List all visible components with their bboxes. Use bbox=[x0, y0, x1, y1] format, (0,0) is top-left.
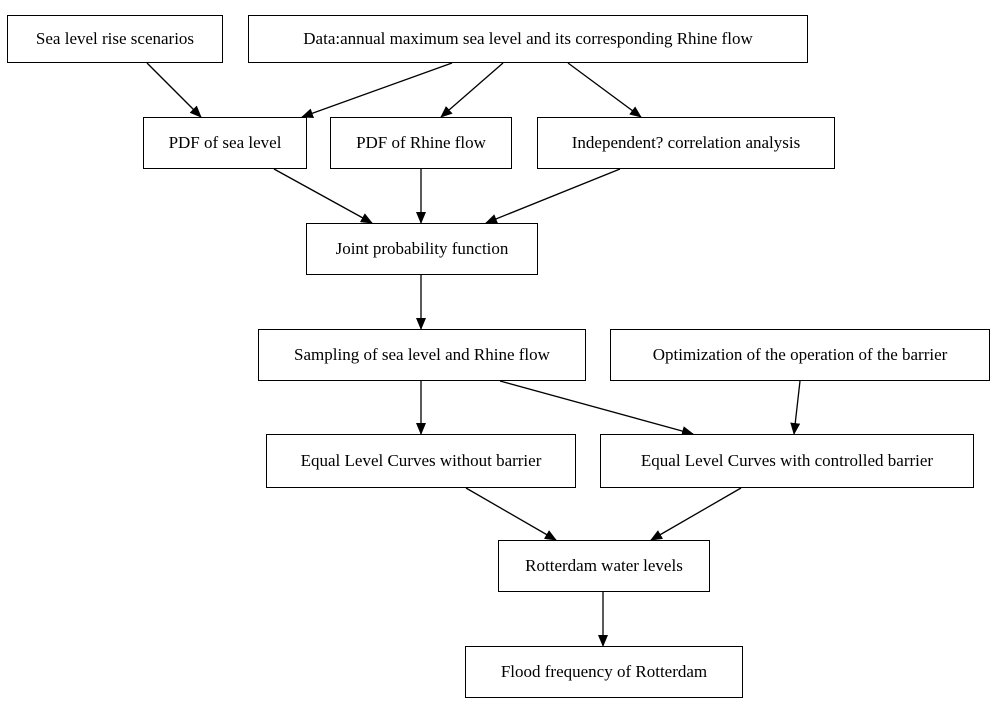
edge-data-to-independent bbox=[567, 62, 642, 118]
node-optimization-barrier: Optimization of the operation of the bar… bbox=[610, 329, 990, 381]
node-data-annual-maximum: Data:annual maximum sea level and its co… bbox=[248, 15, 808, 63]
edge-sampling-to-elc-with bbox=[499, 380, 694, 436]
node-independent-correlation-analysis: Independent? correlation analysis bbox=[537, 117, 835, 169]
edge-optimization-to-elc-with bbox=[790, 380, 801, 435]
edge-sea-level-rise-to-pdf-sea bbox=[146, 62, 202, 118]
node-sampling: Sampling of sea level and Rhine flow bbox=[258, 329, 586, 381]
node-equal-level-curves-without-barrier: Equal Level Curves without barrier bbox=[266, 434, 576, 488]
node-rotterdam-water-levels: Rotterdam water levels bbox=[498, 540, 710, 592]
node-flood-frequency-rotterdam: Flood frequency of Rotterdam bbox=[465, 646, 743, 698]
edge-independent-to-joint bbox=[485, 168, 621, 224]
edge-data-to-pdf-rhine bbox=[440, 62, 504, 118]
edge-pdf-sea-to-joint bbox=[273, 168, 373, 224]
node-equal-level-curves-with-controlled-barrier: Equal Level Curves with controlled barri… bbox=[600, 434, 974, 488]
node-joint-probability-function: Joint probability function bbox=[306, 223, 538, 275]
edge-elc-without-to-rotterdam-levels bbox=[465, 487, 557, 541]
edge-elc-with-to-rotterdam-levels bbox=[650, 487, 742, 541]
node-pdf-sea-level: PDF of sea level bbox=[143, 117, 307, 169]
edge-data-to-pdf-sea bbox=[301, 62, 453, 118]
node-pdf-rhine-flow: PDF of Rhine flow bbox=[330, 117, 512, 169]
node-sea-level-rise-scenarios: Sea level rise scenarios bbox=[7, 15, 223, 63]
